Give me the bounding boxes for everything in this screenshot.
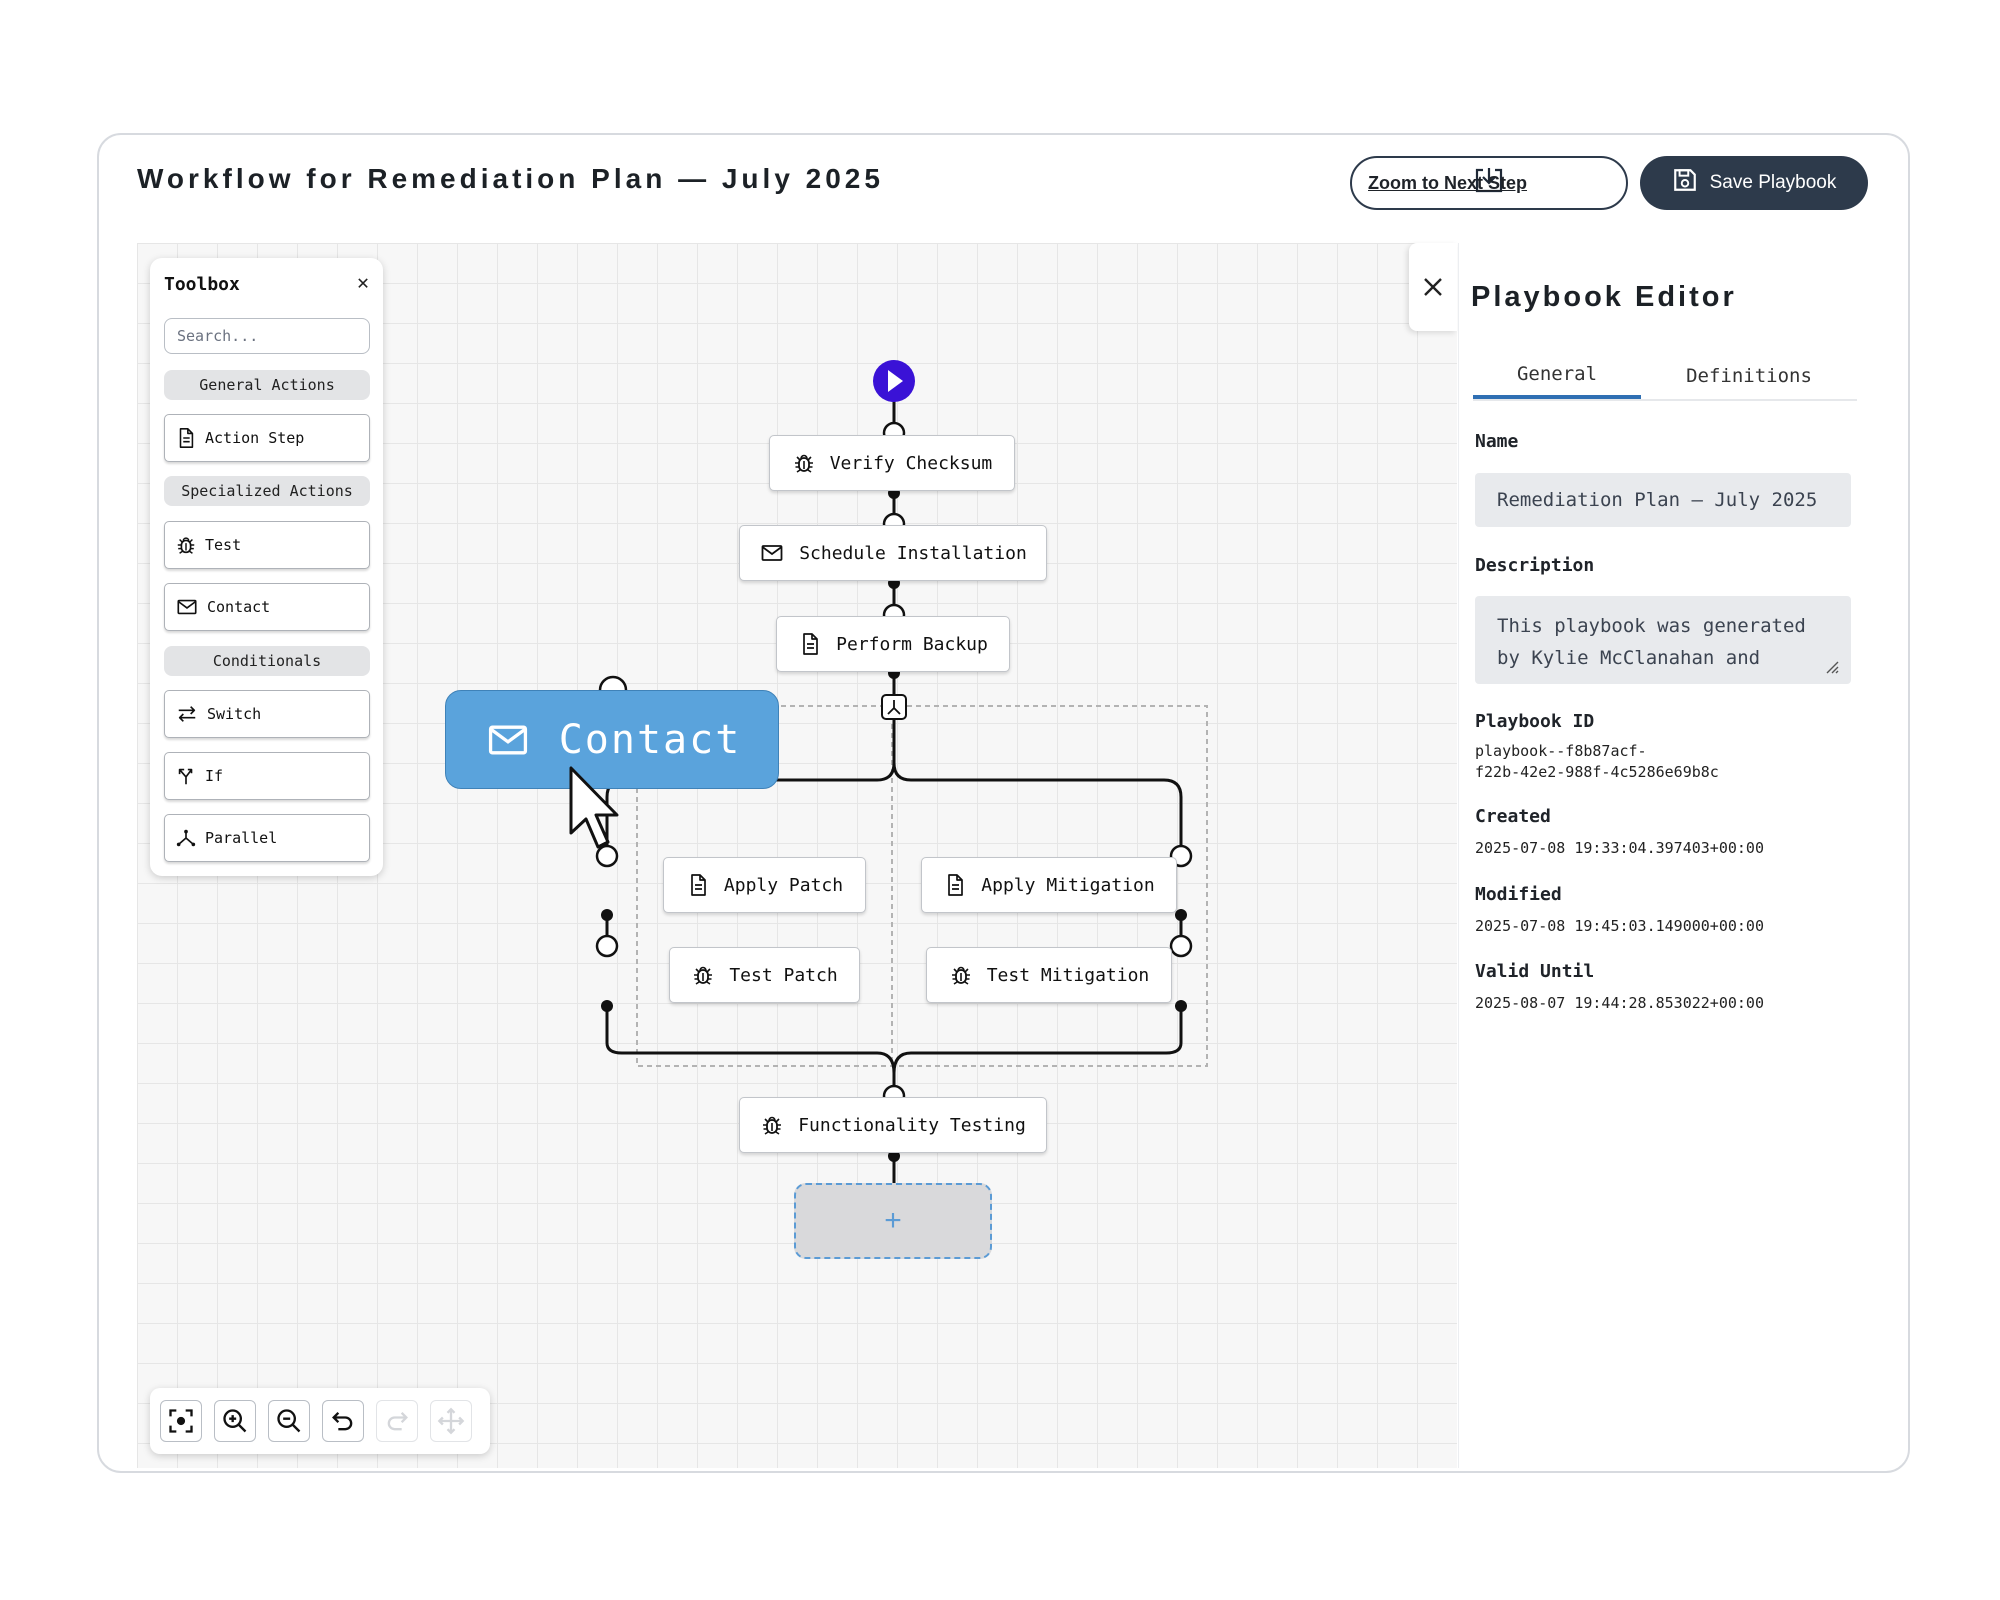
playbook-id-label: Playbook ID [1475, 711, 1595, 732]
tab-definitions[interactable]: Definitions [1686, 365, 1812, 387]
bug-icon [760, 1113, 784, 1137]
zoom-to-next-step-label: Zoom to Next Step [1368, 172, 1528, 193]
node-verify-checksum[interactable]: Verify Checksum [769, 435, 1015, 491]
canvas-controls [150, 1388, 490, 1454]
node-label: Perform Backup [836, 633, 988, 655]
fit-view-button[interactable] [160, 1400, 202, 1442]
name-label: Name [1475, 431, 1519, 452]
node-test-patch[interactable]: Test Patch [669, 947, 860, 1003]
editor-close-button[interactable] [1409, 243, 1457, 331]
bug-icon [691, 963, 715, 987]
node-label: Schedule Installation [799, 542, 1027, 564]
dragging-node-label: Contact [558, 716, 742, 763]
document-icon [798, 632, 822, 656]
category-specialized-actions: Specialized Actions [164, 476, 370, 506]
toolbox-item-action-step[interactable]: Action Step [164, 414, 370, 462]
description-field[interactable]: This playbook was generated by Kylie McC… [1475, 596, 1851, 684]
redo-button[interactable] [376, 1400, 418, 1442]
node-apply-mitigation[interactable]: Apply Mitigation [921, 857, 1177, 913]
node-label: Apply Patch [723, 874, 844, 896]
toolbox-item-label: Action Step [205, 429, 305, 447]
bug-icon [949, 963, 973, 987]
category-general-actions: General Actions [164, 370, 370, 400]
node-test-mitigation[interactable]: Test Mitigation [926, 947, 1172, 1003]
mail-icon [175, 596, 199, 618]
node-schedule-installation[interactable]: Schedule Installation [739, 525, 1047, 581]
description-label: Description [1475, 555, 1595, 576]
bug-icon [792, 451, 816, 475]
workflow-connections [595, 360, 1208, 1183]
valid-until-label: Valid Until [1475, 961, 1595, 982]
toolbox-item-label: Contact [207, 598, 271, 616]
document-icon [175, 427, 197, 449]
node-label: Apply Mitigation [981, 874, 1155, 896]
zoom-in-button[interactable] [214, 1400, 256, 1442]
mouse-cursor-icon [569, 766, 619, 849]
page-title: Workflow for Remediation Plan — July 202… [137, 163, 884, 194]
dragging-contact-node[interactable]: Contact [445, 690, 779, 789]
node-label: Test Patch [729, 964, 838, 986]
move-button[interactable] [430, 1400, 472, 1442]
toolbox-title: Toolbox [164, 274, 240, 295]
node-label: Verify Checksum [829, 452, 993, 474]
valid-until-value: 2025-08-07 19:44:28.853022+00:00 [1475, 994, 1764, 1012]
toolbox-item-label: Test [205, 536, 242, 554]
modified-label: Modified [1475, 884, 1562, 905]
toolbox-item-switch[interactable]: Switch [164, 690, 370, 738]
redo-icon [387, 1412, 408, 1431]
category-conditionals: Conditionals [164, 646, 370, 676]
toolbox-item-label: Parallel [205, 829, 278, 847]
mail-icon [483, 718, 533, 762]
document-icon [943, 873, 967, 897]
node-functionality-testing[interactable]: Functionality Testing [739, 1097, 1047, 1153]
tab-general[interactable]: General [1473, 353, 1641, 399]
document-icon [686, 873, 710, 897]
node-label: Test Mitigation [986, 964, 1150, 986]
modified-value: 2025-07-08 19:45:03.149000+00:00 [1475, 917, 1764, 935]
close-icon [1424, 278, 1442, 296]
created-value: 2025-07-08 19:33:04.397403+00:00 [1475, 839, 1764, 857]
save-playbook-button[interactable]: Save Playbook [1640, 156, 1868, 210]
editor-title: Playbook Editor [1471, 281, 1737, 313]
zoom-to-next-step-button[interactable]: Zoom to Next Step [1350, 156, 1628, 210]
playbook-editor-panel: Playbook Editor General Definitions Name… [1458, 243, 1873, 1468]
parallel-icon [175, 827, 197, 849]
created-label: Created [1475, 806, 1551, 827]
undo-button[interactable] [322, 1400, 364, 1442]
download-box-icon [1474, 166, 1504, 200]
playbook-id-value: playbook--f8b87acf- f22b-42e2-988f-4c528… [1475, 742, 1719, 781]
if-branch-icon [175, 765, 197, 787]
zoom-out-button[interactable] [268, 1400, 310, 1442]
toolbox-item-label: If [205, 767, 224, 785]
close-icon[interactable]: ✕ [356, 270, 369, 294]
toolbox-panel: Toolbox ✕ General Actions Action Step Sp… [150, 258, 383, 876]
bug-icon [175, 534, 197, 556]
toolbox-item-parallel[interactable]: Parallel [164, 814, 370, 862]
name-field[interactable] [1475, 473, 1851, 527]
add-step-button[interactable]: + [794, 1183, 992, 1259]
toolbox-item-if[interactable]: If [164, 752, 370, 800]
resize-grip-icon[interactable] [1823, 658, 1839, 674]
mail-icon [759, 541, 785, 565]
switch-arrows-icon [175, 703, 199, 725]
toolbox-item-contact[interactable]: Contact [164, 583, 370, 631]
plus-icon: + [884, 1204, 902, 1237]
description-text: This playbook was generated by Kylie McC… [1497, 615, 1806, 669]
toolbox-item-label: Switch [207, 705, 262, 723]
zoom-out-icon [277, 1409, 301, 1433]
move-icon [437, 1407, 465, 1435]
editor-tabs: General Definitions [1473, 353, 1857, 401]
save-playbook-label: Save Playbook [1709, 172, 1837, 193]
node-perform-backup[interactable]: Perform Backup [776, 616, 1010, 672]
toolbox-item-test[interactable]: Test [164, 521, 370, 569]
zoom-in-icon [223, 1409, 247, 1433]
fit-view-icon [169, 1409, 193, 1433]
toolbox-search-input[interactable] [164, 318, 370, 354]
node-apply-patch[interactable]: Apply Patch [663, 857, 866, 913]
node-label: Functionality Testing [798, 1114, 1026, 1136]
undo-icon [332, 1412, 353, 1431]
save-icon [1672, 167, 1698, 199]
